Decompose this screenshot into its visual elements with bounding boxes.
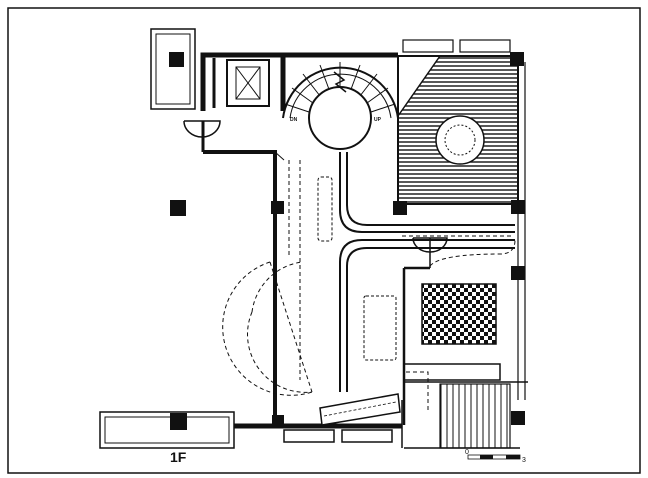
entrance-ramp bbox=[319, 393, 401, 426]
scale-start-label: 0 bbox=[465, 449, 469, 456]
stair-down-label: DN bbox=[290, 117, 298, 123]
floor-label: 1F bbox=[170, 449, 187, 465]
curved-bench bbox=[339, 152, 515, 392]
glass-court bbox=[393, 52, 525, 215]
spiral-stair bbox=[282, 62, 399, 150]
elevator-core bbox=[200, 52, 286, 111]
stair-up-label: UP bbox=[374, 117, 381, 123]
scale-end-label: 3 bbox=[522, 457, 526, 464]
planter-box-top-left bbox=[150, 28, 196, 110]
scale-bar bbox=[467, 454, 521, 460]
column-wall-mid bbox=[271, 201, 284, 214]
right-room bbox=[402, 266, 525, 425]
planter-box-bottom-left bbox=[99, 411, 235, 449]
drawing-border bbox=[7, 7, 641, 474]
dashed-circulation bbox=[222, 160, 516, 410]
window-frames-top bbox=[402, 39, 511, 53]
stair-flight bbox=[401, 363, 528, 449]
table-lower bbox=[363, 295, 397, 361]
door-swing-right bbox=[412, 237, 448, 268]
table-upper bbox=[317, 176, 333, 242]
wall-bottom bbox=[234, 415, 402, 443]
door-swing-left bbox=[183, 120, 221, 152]
column-center-left bbox=[170, 200, 186, 216]
